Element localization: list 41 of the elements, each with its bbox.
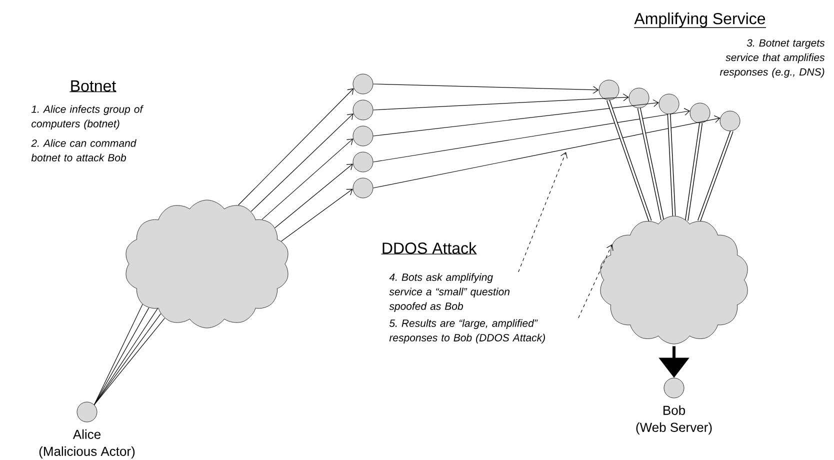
node-circle [690,102,710,124]
node-circle [352,152,374,172]
node-circle [628,88,650,108]
arrow [372,108,690,162]
arrow [281,188,353,242]
cloud-shape [600,216,748,344]
note-text: 1. Alice infects group of computers (botnet) [31,105,144,130]
note-text: 2. Alice can command botnet to attack Bob [31,139,136,162]
arrow [238,88,354,206]
arrow [372,115,720,188]
node-circle [352,100,374,120]
heading: Amplifying Service [634,12,766,28]
node-circle [720,110,740,132]
connector-line [606,100,652,222]
arrow [250,113,354,212]
node-circle [598,80,620,100]
arrow [372,84,599,94]
arrow [274,164,353,228]
connector-line [667,114,676,216]
arrow [372,99,659,136]
arrow [372,94,629,110]
node-circle [658,94,680,114]
node-circle [76,402,98,422]
heading: DDOS Attack [380,242,478,254]
node-circle [664,378,684,398]
node-circle [352,74,374,94]
node-circle [352,178,374,198]
node-circle [352,126,374,146]
connector-line [684,122,703,221]
cloud-shape [126,200,288,328]
note-text: 4. Bots ask amplifying service a “small” question spoofed as Bob [389,273,510,312]
connector-line [637,108,664,220]
leader-line [578,244,614,318]
leader-line [518,152,568,272]
node-label: Bob (Web Server) [636,405,712,435]
note-text: 3. Botnet targets service that amplifies responses (e.g., DNS) [720,39,825,78]
connector-line [698,130,734,222]
note-text: 5. Results are “large, amplified” responses to Bob (DDOS Attack) [389,319,545,344]
heading: Botnet [69,80,117,92]
arrow [262,138,354,220]
node-label: Alice (Malicious Actor) [39,429,135,459]
